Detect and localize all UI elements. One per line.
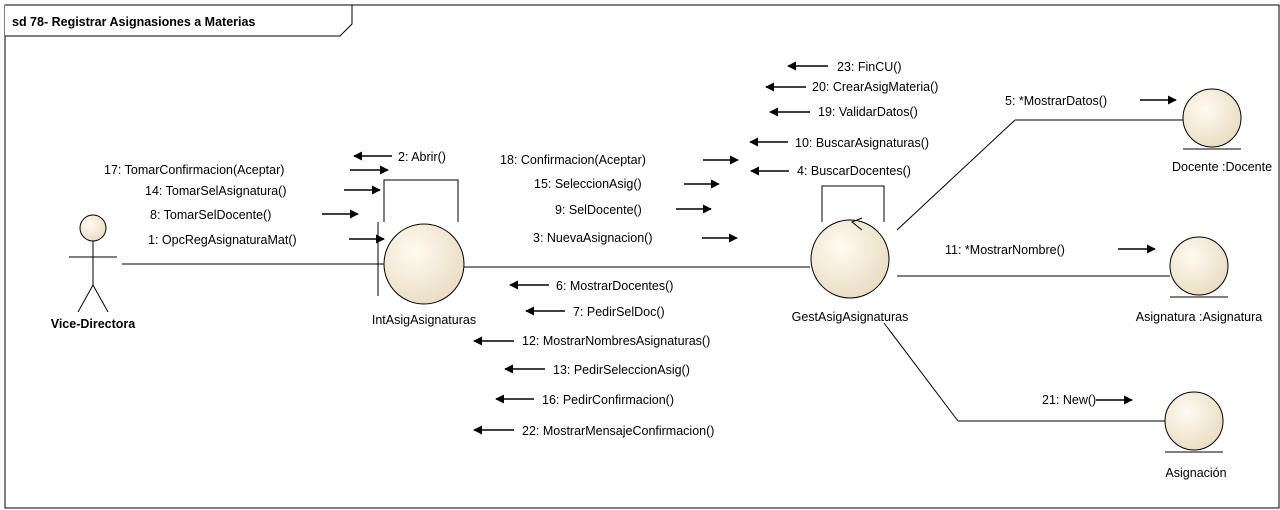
object-intasigasignaturas[interactable]: IntAsigAsignaturas [372,223,476,327]
object-asignatura[interactable]: Asignatura :Asignatura [1136,236,1263,324]
object-label: IntAsigAsignaturas [372,313,476,327]
actor-head [79,214,107,242]
control-arrowhead [851,217,863,231]
msg-15: 15: SeleccionAsig() [534,177,642,191]
object-label: Asignatura :Asignatura [1136,310,1263,324]
msg-4: 4: BuscarDocentes() [797,164,911,178]
msg-17: 17: TomarConfirmacion(Aceptar) [104,163,284,177]
object-label: Asignación [1165,466,1226,480]
msg-5: 5: *MostrarDatos() [1005,94,1107,108]
msg-22: 22: MostrarMensajeConfirmacion() [522,424,714,438]
msg-7: 7: PedirSelDoc() [573,305,665,319]
msg-19: 19: ValidarDatos() [818,105,918,119]
links [122,119,1184,422]
msg-20: 20: CrearAsigMateria() [812,80,938,94]
message-arrows [322,61,1177,435]
msg-14: 14: TomarSelAsignatura() [145,184,287,198]
msg-21: 21: New() [1042,393,1096,407]
object-docente[interactable]: Docente :Docente [1172,88,1272,174]
msg-23: 23: FinCU() [837,60,902,74]
msg-11: 11: *MostrarNombre() [945,243,1065,257]
msg-16: 16: PedirConfirmacion() [542,393,674,407]
msg-18: 18: Confirmacion(Aceptar) [500,153,646,167]
actor-name: Vice-Directora [51,317,137,331]
frame-title: sd 78- Registrar Asignasiones a Materias [12,15,255,29]
object-circle [1182,88,1242,148]
msg-9: 9: SelDocente() [555,203,642,217]
msg-6: 6: MostrarDocentes() [556,279,673,293]
object-circle [1169,236,1229,296]
object-label: Docente :Docente [1172,160,1272,174]
msg-8: 8: TomarSelDocente() [150,208,271,222]
actor-vice-directora[interactable]: Vice-Directora [51,214,137,331]
object-gestasigasignaturas[interactable]: GestAsigAsignaturas [792,217,909,324]
frame-title-tab [5,4,353,37]
msg-13: 13: PedirSeleccionAsig() [553,363,690,377]
object-asignacion[interactable]: Asignación [1164,391,1227,480]
msg-1: 1: OpcRegAsignaturaMat() [148,233,297,247]
object-circle [1164,391,1224,451]
object-circle [383,223,465,305]
object-label: GestAsigAsignaturas [792,310,909,324]
msg-12: 12: MostrarNombresAsignaturas() [522,334,710,348]
msg-2: 2: Abrir() [398,150,446,164]
object-circle [810,219,890,299]
msg-3: 3: NuevaAsignacion() [533,231,653,245]
msg-10: 10: BuscarAsignaturas() [795,136,929,150]
message-labels: 17: TomarConfirmacion(Aceptar) 14: Tomar… [104,60,1107,438]
diagram-frame [4,4,1280,509]
